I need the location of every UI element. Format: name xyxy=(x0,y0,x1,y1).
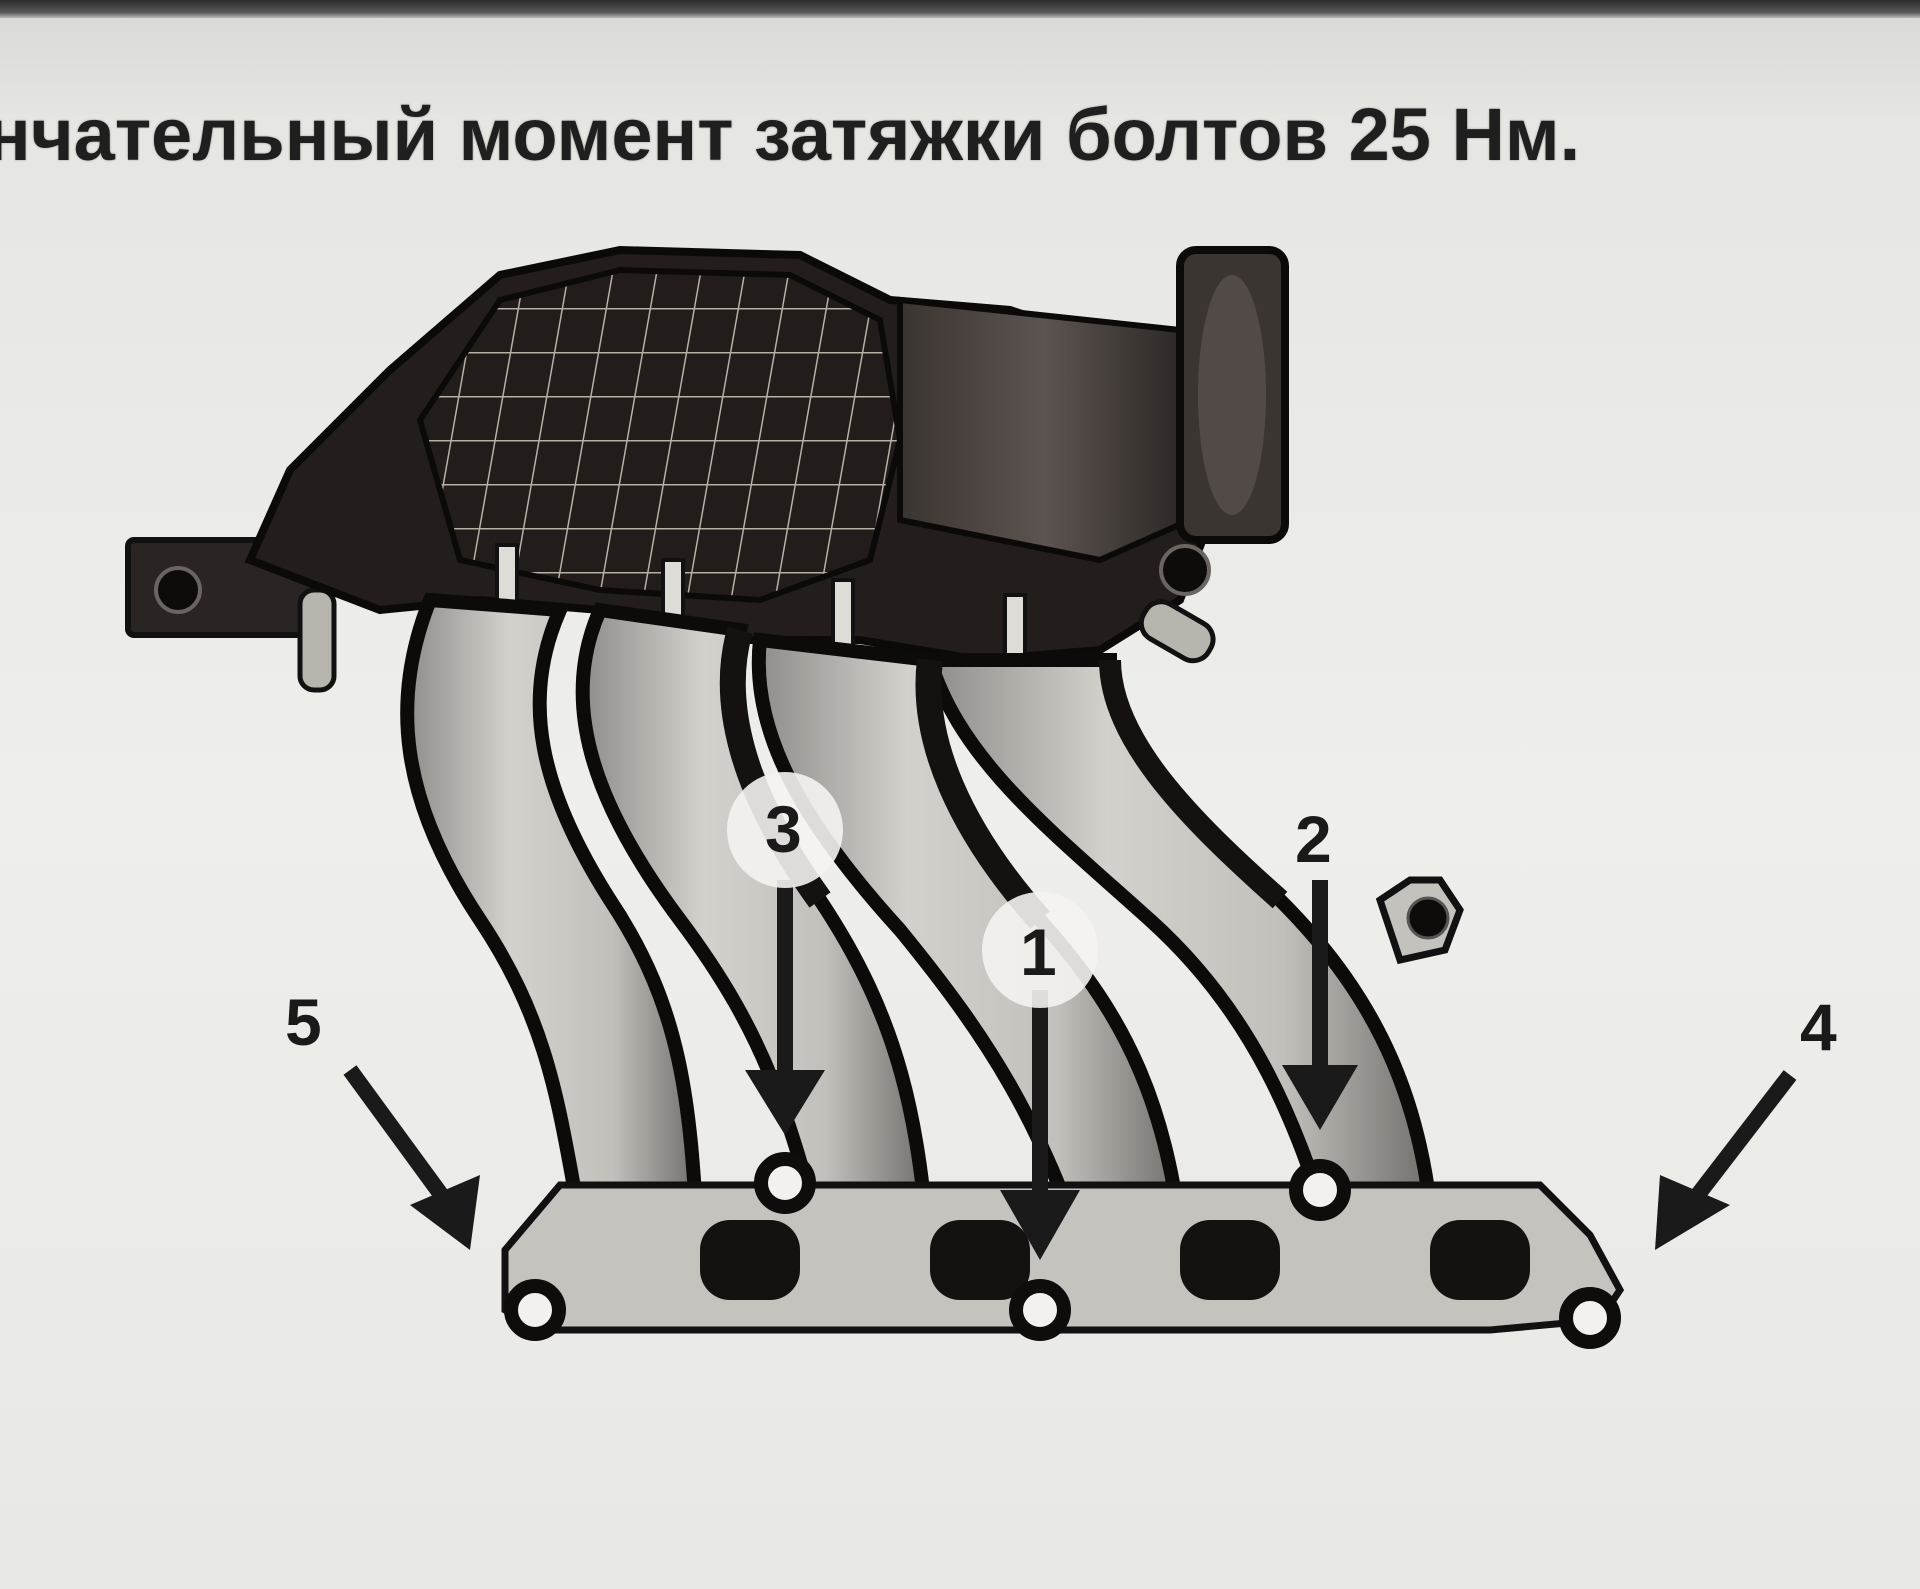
bolt-hole-5 xyxy=(504,1279,566,1341)
callout-arrows xyxy=(343,880,1797,1260)
callout-4: 4 xyxy=(1800,990,1837,1064)
right-mounting-tab xyxy=(1375,876,1464,965)
bolt-hole-3 xyxy=(754,1152,816,1214)
callout-5: 5 xyxy=(285,985,322,1059)
callout-labels: 3 1 2 5 4 xyxy=(285,772,1837,1064)
throttle-body-neck xyxy=(897,246,1289,664)
caption-text: нчательный момент затяжки болтов 25 Нм. xyxy=(0,93,1581,176)
monitor-bezel xyxy=(0,0,1920,18)
callout-2: 2 xyxy=(1295,802,1332,876)
callout-3: 3 xyxy=(765,792,802,866)
bolt-holes xyxy=(504,1152,1621,1349)
bolt-hole-2 xyxy=(1289,1159,1351,1221)
bolt-hole-4 xyxy=(1559,1287,1621,1349)
callout-1: 1 xyxy=(1020,915,1057,989)
intake-runners xyxy=(400,592,1443,1277)
bolt-hole-1 xyxy=(1009,1279,1071,1341)
